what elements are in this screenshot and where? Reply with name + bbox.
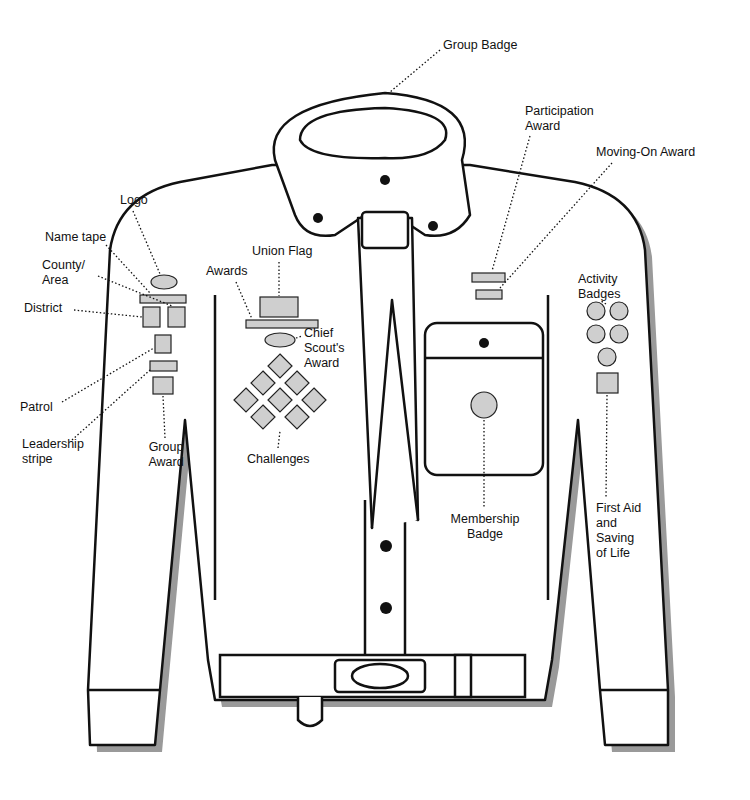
- union-flag-label: Union Flag: [252, 244, 312, 259]
- leadership-stripe-label: Leadership stripe: [22, 437, 102, 467]
- district-label: District: [24, 301, 62, 316]
- membership-badge-label: Membership Badge: [440, 512, 530, 542]
- name-tape-label: Name tape: [45, 230, 106, 245]
- awards-label: Awards: [206, 264, 247, 279]
- logo-label: Logo: [120, 193, 148, 208]
- first-aid-label: First Aid and Saving of Life: [596, 501, 642, 561]
- group-badge-label: Group Badge: [443, 38, 517, 53]
- group-award-label: Group Award: [140, 440, 192, 470]
- participation-award-label: Participation Award: [525, 104, 605, 134]
- chief-scout-award-label: Chief Scout's Award: [304, 326, 356, 371]
- moving-on-award-label: Moving-On Award: [596, 145, 695, 160]
- patrol-label: Patrol: [20, 400, 53, 415]
- county-area-label: County/ Area: [42, 258, 96, 288]
- activity-badges-label: Activity Badges: [578, 272, 640, 302]
- challenges-label: Challenges: [247, 452, 310, 467]
